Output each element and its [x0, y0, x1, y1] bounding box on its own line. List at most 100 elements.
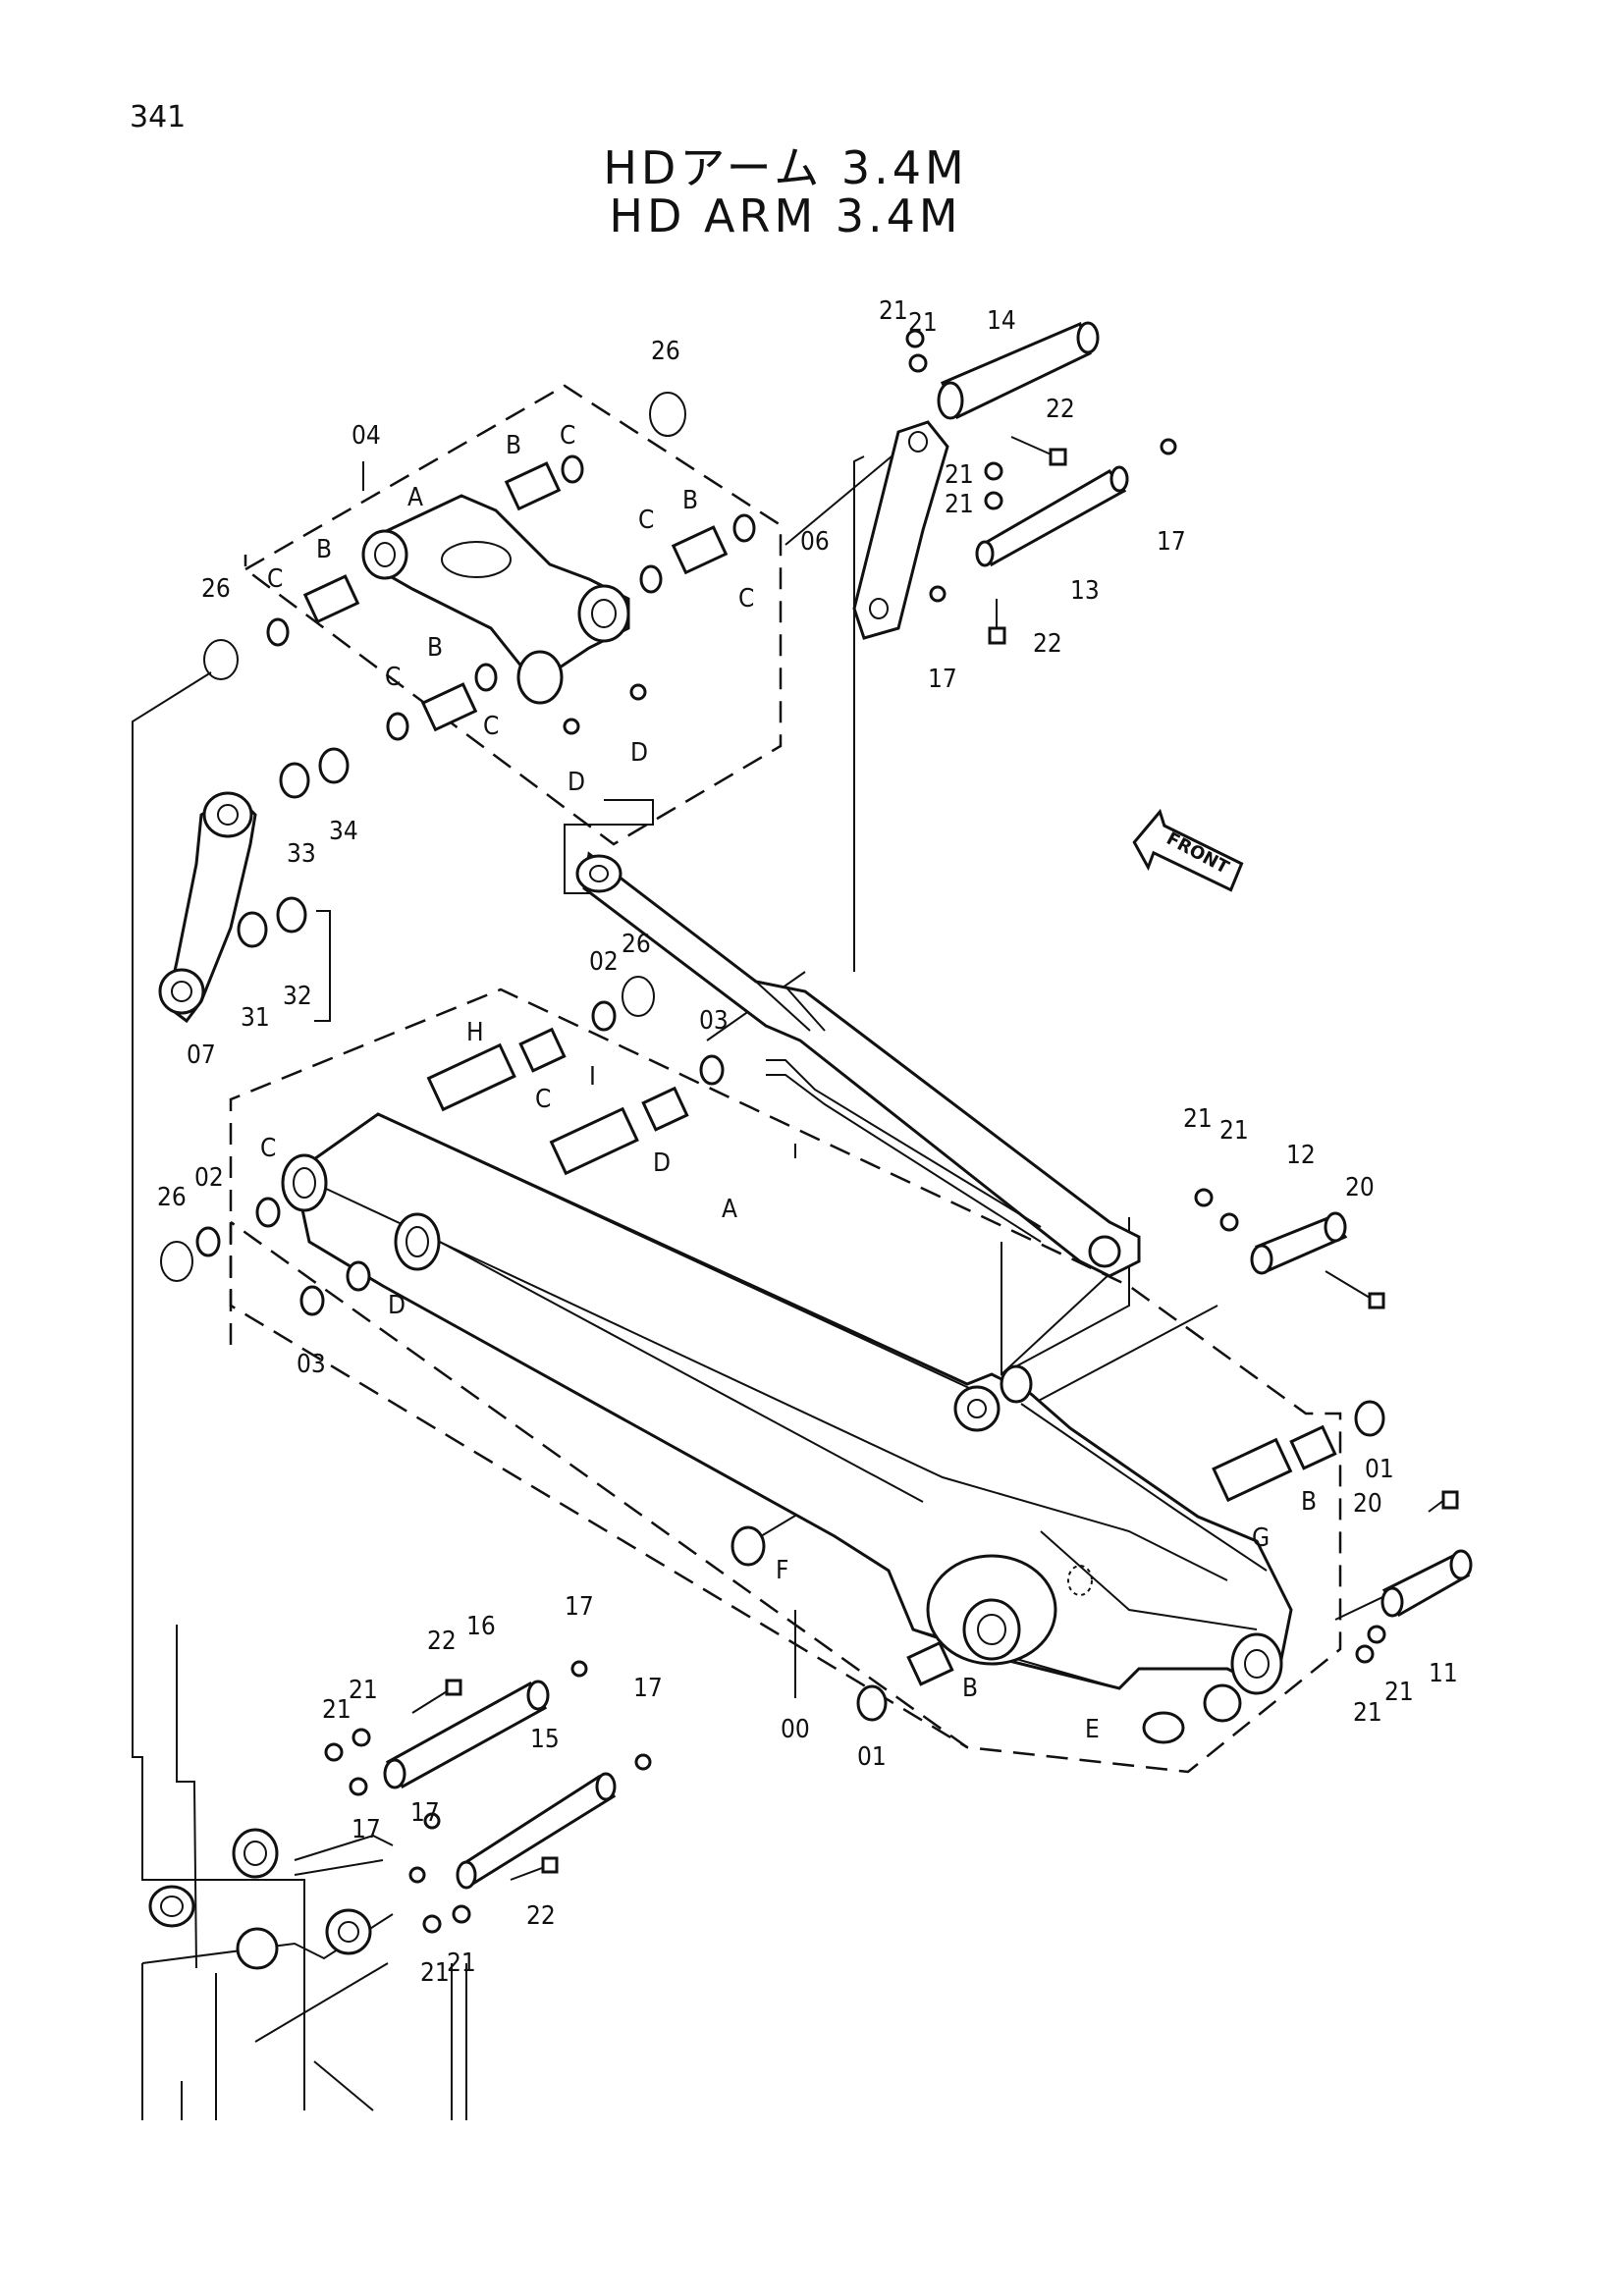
pin-14 [937, 321, 1100, 420]
bracket-left-inner [176, 1625, 197, 1969]
pin-12 [1250, 1211, 1348, 1275]
callout-03: 03 [297, 1350, 326, 1379]
callout-31: 31 [241, 1003, 270, 1033]
callout-21: 21 [447, 1949, 476, 1978]
callout-21: 21 [879, 296, 908, 326]
callout-22: 22 [526, 1901, 556, 1931]
callout-c: C [638, 506, 654, 535]
bucket-cylinder [575, 851, 1141, 1278]
callout-c: C [267, 564, 283, 594]
callout-c: C [483, 712, 499, 741]
callout-26-left-mid: 26 [157, 1183, 187, 1212]
callout-d: D [630, 738, 648, 768]
callout-b: B [682, 486, 698, 515]
pin-13 [975, 465, 1129, 567]
callout-f: F [776, 1556, 788, 1585]
page-number: 341 [130, 100, 187, 134]
callout-labels: 26 04 B C A C B 26 C B C C B C D D 33 34… [157, 296, 1458, 1988]
callout-07: 07 [187, 1041, 216, 1070]
callout-d: D [653, 1148, 671, 1178]
bolts-nuts-fittings [324, 329, 1459, 1934]
callout-21: 21 [1384, 1678, 1414, 1707]
callout-21: 21 [1183, 1104, 1213, 1134]
callout-06: 06 [800, 527, 830, 557]
callout-01: 01 [1365, 1455, 1394, 1484]
callout-b: B [427, 633, 443, 663]
callout-21: 21 [908, 308, 938, 338]
pin-15 [456, 1772, 617, 1890]
callout-17: 17 [410, 1798, 440, 1828]
callout-b: B [506, 431, 521, 460]
callout-b: B [962, 1674, 978, 1703]
bracket-cyl [564, 799, 654, 894]
callout-d: D [568, 768, 585, 797]
seals [160, 392, 1385, 1722]
callout-c: C [560, 421, 575, 451]
pin-11 [1380, 1549, 1473, 1618]
callout-21: 21 [1353, 1698, 1382, 1728]
link-assembly-box [243, 384, 783, 846]
callout-c: C [535, 1085, 551, 1114]
callout-01: 01 [857, 1742, 887, 1772]
callout-26-mid: 26 [622, 930, 651, 959]
title-english: HD ARM 3.4M [609, 189, 962, 242]
callout-16: 16 [466, 1612, 496, 1641]
callout-33: 33 [287, 839, 316, 869]
callout-b: B [316, 535, 332, 564]
bracket-32 [314, 910, 331, 1022]
callout-h: H [466, 1018, 484, 1047]
callout-26-top: 26 [651, 337, 680, 366]
callout-g: G [1252, 1523, 1270, 1553]
lower-left-partial-view [141, 1828, 467, 2120]
callout-11: 11 [1429, 1659, 1458, 1688]
callout-21: 21 [420, 1958, 450, 1988]
callout-04: 04 [352, 421, 381, 451]
callout-a-link: A [407, 483, 423, 512]
side-link-06 [852, 420, 949, 640]
leader-06-link [784, 446, 904, 546]
callout-15: 15 [530, 1725, 560, 1754]
callout-14: 14 [987, 306, 1016, 336]
callout-22: 22 [427, 1627, 457, 1656]
bracket-left-long [132, 671, 305, 1998]
arm-lower-outline [229, 1222, 968, 1749]
callout-21: 21 [1219, 1116, 1249, 1146]
pin-16 [383, 1680, 550, 1789]
callout-02: 02 [194, 1163, 224, 1193]
callout-12: 12 [1286, 1141, 1316, 1170]
callout-a-arm: A [722, 1195, 737, 1224]
link-07 [158, 791, 257, 1024]
bracket-06 [853, 455, 865, 972]
callout-20: 20 [1353, 1489, 1382, 1519]
callout-17: 17 [633, 1674, 663, 1703]
bushings [302, 461, 1337, 1744]
callout-00: 00 [781, 1715, 810, 1744]
callout-21: 21 [322, 1695, 352, 1725]
callout-c: C [385, 663, 401, 692]
callout-d: D [388, 1291, 406, 1320]
callout-21: 21 [945, 460, 974, 490]
callout-17: 17 [928, 665, 957, 694]
callout-32: 32 [283, 982, 312, 1011]
callout-02: 02 [589, 947, 619, 977]
callout-20: 20 [1345, 1173, 1375, 1202]
front-direction-arrow: FRONT [1132, 808, 1244, 892]
callout-22: 22 [1046, 395, 1075, 424]
callout-e: E [1085, 1715, 1100, 1744]
callout-34: 34 [329, 817, 358, 846]
title-japanese: HDアーム 3.4M [603, 141, 968, 194]
callout-21: 21 [349, 1676, 378, 1705]
callout-13: 13 [1070, 576, 1100, 606]
callout-22: 22 [1033, 629, 1062, 659]
callout-i: I [589, 1062, 596, 1092]
callout-21: 21 [945, 490, 974, 519]
callout-17: 17 [565, 1592, 594, 1622]
callout-17: 17 [352, 1815, 381, 1844]
callout-03: 03 [699, 1006, 729, 1036]
arm-body [281, 1112, 1293, 1723]
link-a [361, 494, 630, 705]
callout-c: C [260, 1134, 276, 1163]
callout-b: B [1301, 1487, 1317, 1517]
callout-26-left: 26 [201, 574, 231, 604]
